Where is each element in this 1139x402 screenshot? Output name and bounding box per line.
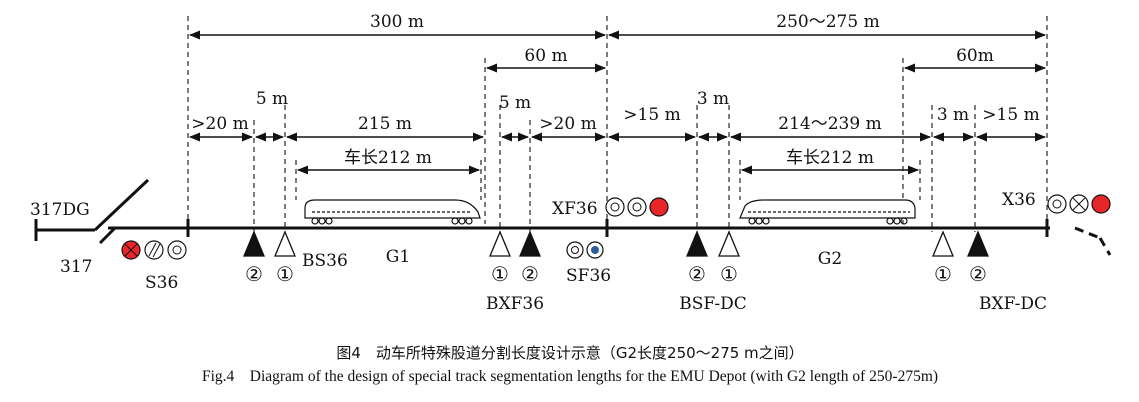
dim-214-239m: 214～239 m (778, 114, 881, 134)
xf36-red-lamp (649, 197, 669, 217)
train-length-g2: 车长212 m (786, 148, 874, 168)
dim-60m-right: 60m (956, 46, 994, 66)
track-labels: BS36 G1 BXF36 G2 BSF-DC BXF-DC (302, 247, 1047, 314)
num-1-b: ① (491, 262, 509, 286)
train-g1 (304, 199, 481, 225)
num-1-a: ① (276, 262, 294, 286)
sf36-blue-lamp (591, 246, 599, 254)
label-bs36: BS36 (302, 251, 348, 271)
num-2-c: ② (688, 262, 706, 286)
dim-15m-left: >15 m (623, 105, 680, 125)
sensor-open-3 (718, 230, 740, 257)
train-length-g1: 车长212 m (344, 148, 432, 168)
signal-s36 (121, 240, 187, 260)
sensor-filled-1 (243, 230, 265, 257)
train-g2 (739, 199, 916, 225)
num-2-a: ② (245, 262, 263, 286)
sensor-filled-2 (519, 230, 541, 257)
label-g1: G1 (386, 247, 410, 267)
label-sf36: SF36 (566, 266, 611, 286)
dim-5m-mid: 5 m (499, 93, 531, 113)
signal-sf36 (566, 241, 604, 259)
sensor-open-1 (274, 230, 296, 257)
label-bsf-dc: BSF-DC (679, 294, 747, 314)
sensor-filled-4 (967, 230, 989, 257)
dim-250-275m: 250～275 m (776, 12, 879, 32)
dim-15m-right: >15 m (982, 105, 1039, 125)
label-xf36: XF36 (552, 199, 598, 219)
dim-60m-left: 60 m (524, 46, 567, 66)
dimension-arrows (188, 30, 1047, 175)
num-2-b: ② (521, 262, 539, 286)
num-1-c: ① (720, 262, 738, 286)
sensor-numbers: ② ① ① ② ② ① ① ② (245, 262, 987, 286)
signal-x36 (1047, 194, 1111, 214)
label-g2: G2 (818, 249, 842, 269)
dim-300m: 300 m (370, 12, 424, 32)
sensors (243, 230, 989, 257)
dim-20m-mid: >20 m (539, 114, 596, 134)
caption-english: Fig.4 Diagram of the design of special t… (202, 368, 938, 385)
num-1-d: ① (934, 262, 952, 286)
num-2-d: ② (969, 262, 987, 286)
dim-3m-left: 3 m (697, 89, 729, 109)
x36-red-lamp (1091, 194, 1111, 214)
label-x36: X36 (1002, 190, 1036, 210)
dim-215m: 215 m (358, 114, 412, 134)
sensor-open-4 (932, 230, 954, 257)
label-bxf36: BXF36 (486, 294, 544, 314)
sensor-open-2 (489, 230, 511, 257)
dim-5m-left: 5 m (256, 89, 288, 109)
caption-chinese: 图4 动车所特殊股道分割长度设计示意（G2长度250～275 m之间） (336, 344, 803, 362)
dim-20m-left: >20 m (191, 114, 248, 134)
label-317: 317 (60, 257, 92, 277)
label-s36: S36 (145, 273, 178, 293)
branch-317dg (34, 178, 150, 241)
signal-xf36 (605, 197, 669, 217)
label-317dg: 317DG (30, 200, 90, 220)
dimension-extension-lines (187, 16, 1048, 232)
main-track (98, 219, 1112, 256)
sensor-filled-3 (686, 230, 708, 257)
dim-3m-right: 3 m (937, 105, 969, 125)
label-bxf-dc: BXF-DC (979, 294, 1047, 314)
dimension-labels: 300 m 250～275 m 60 m 60m >20 m 5 m 215 m… (191, 12, 1039, 168)
